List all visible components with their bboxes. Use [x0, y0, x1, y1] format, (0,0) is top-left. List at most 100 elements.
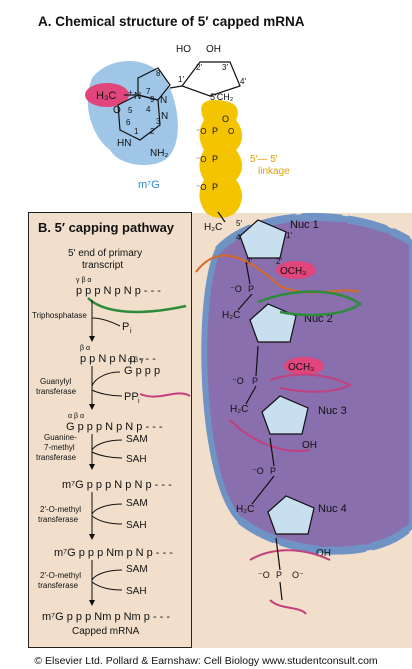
nuc4-oh: OH	[316, 548, 331, 559]
sah-1: SAH	[126, 454, 147, 465]
arrow-2-out-branch	[91, 389, 123, 397]
enzyme-guanylyl: Guanylyl	[40, 377, 71, 386]
arrow-1-head	[89, 336, 95, 342]
product-ppi: PP	[124, 391, 139, 403]
backbone-bond-8	[279, 581, 283, 601]
ribose-ch2: 5′CH₂	[210, 92, 234, 102]
gamma-o-minus: ⁻O	[196, 183, 206, 192]
arrow-3-out	[91, 451, 123, 459]
nuc2-och3: OCH₃	[288, 362, 314, 373]
backbone-bond-7	[275, 537, 281, 571]
green-strand-b	[87, 297, 187, 314]
step3-sequence: m⁷G p p p N p N p - - -	[62, 479, 172, 491]
pink-strand-b	[139, 392, 191, 398]
ribose-oh: OH	[206, 44, 221, 55]
enzyme-transferase-3: transferase	[38, 515, 79, 524]
arrow-1-branch	[91, 317, 121, 327]
arrow-4-out	[91, 515, 123, 525]
num-3: 3	[156, 117, 161, 126]
gamma-phosphate: P	[212, 182, 218, 192]
pink-strand-tail	[269, 599, 307, 615]
num-1: 1	[134, 127, 139, 136]
m7g-label: m⁷G	[138, 179, 160, 191]
step2-sequence: G p p p N p N p - - -	[66, 421, 163, 433]
plus-sign: +	[128, 88, 133, 97]
nuc1-label: Nuc 1	[290, 219, 319, 231]
enzyme-2o-methyl-1: 2′-O-methyl	[40, 505, 81, 514]
ribose-ho: HO	[176, 44, 191, 55]
step1-sequence: p p N p N p - - -	[80, 353, 156, 365]
arrow-4-in	[91, 503, 123, 515]
panel-b-subtitle-2: transcript	[82, 260, 123, 271]
arrow-2-head	[89, 404, 95, 410]
nuc3-oh: OH	[302, 440, 317, 451]
sam-1: SAM	[126, 434, 148, 445]
num-9: 9	[150, 95, 155, 104]
num-7: 7	[146, 87, 151, 96]
p3-phosphate: P	[270, 466, 276, 476]
carbonyl-o: O	[113, 105, 121, 116]
bridge-o-1: O	[222, 114, 229, 124]
sam-2: SAM	[126, 498, 148, 509]
enzyme-transferase-2: transferase	[36, 453, 77, 462]
nuc4-ring	[267, 495, 315, 535]
ribose-c4: 4′	[240, 77, 246, 86]
enzyme-2o-methyl-2: 2′-O-methyl	[40, 571, 81, 580]
n3-atom: N	[161, 111, 168, 122]
arrow-4-head	[89, 534, 95, 540]
nuc4-label: Nuc 4	[318, 503, 347, 515]
sah-3: SAH	[126, 586, 147, 597]
capping-pathway-panel	[28, 212, 192, 648]
p2-o-minus: ⁻O	[232, 376, 244, 386]
enzyme-7-methyl: 7-methyl	[44, 443, 75, 452]
pink-strand-3	[269, 373, 353, 393]
ribose-c2: 2′	[196, 63, 202, 72]
membrane-bottom	[237, 516, 412, 555]
p3-o-minus: ⁻O	[252, 466, 264, 476]
step4-sequence: m⁷G p p p Nm p N p - - -	[54, 547, 173, 559]
nuc3-label: Nuc 3	[318, 405, 347, 417]
nuc1-prime-1: 1′	[286, 231, 292, 240]
num-5: 5	[128, 106, 133, 115]
enzyme-transferase-4: transferase	[38, 581, 79, 590]
p4-o-minus: ⁻O	[258, 570, 270, 580]
greek-3: α β α	[68, 413, 84, 420]
methyl-highlight	[85, 83, 129, 107]
nuc2-h2c: H₂C	[222, 310, 240, 321]
num-6: 6	[126, 118, 131, 127]
reagent-gppp: G p p p	[124, 365, 160, 377]
step5-sequence: m⁷G p p p Nm p Nm p - - -	[42, 611, 170, 623]
product-pi: P	[122, 321, 129, 333]
n9-atom: N	[160, 95, 167, 106]
linkage-label-line-2: linkage	[258, 166, 290, 177]
panel-b-title: B. 5′ capping pathway	[38, 220, 175, 235]
guanine-pyrimidine-ring	[117, 94, 161, 141]
backbone-bond-0	[217, 211, 226, 223]
backbone-bond-4	[245, 385, 257, 405]
p4-phosphate: P	[276, 570, 282, 580]
orange-strand-1	[195, 254, 361, 294]
arrow-3-in	[91, 439, 123, 451]
copyright-footer: © Elsevier Ltd. Pollard & Earnshaw: Cell…	[34, 655, 378, 667]
nuc1-prime-4: 4′	[236, 233, 242, 242]
ribose-c3: 3′	[222, 63, 228, 72]
final-capped-mrna: Capped mRNA	[72, 626, 140, 637]
nuc2-methyl-highlight	[284, 357, 324, 375]
greek-top: γ β α	[76, 277, 91, 284]
product-pi-sub: i	[130, 328, 132, 335]
alpha-o-minus: ⁻O	[196, 127, 206, 136]
backbone-bond-1	[245, 261, 251, 285]
nuc1-prime-5: 5′	[236, 219, 242, 228]
arrow-5-in	[91, 569, 123, 581]
triphosphate-linkage	[199, 100, 242, 218]
membrane-top	[215, 212, 411, 253]
p1-phosphate: P	[248, 284, 254, 294]
pink-strand-4	[229, 419, 311, 452]
sam-3: SAM	[126, 564, 148, 575]
product-ppi-sub: i	[138, 398, 140, 405]
nuc1-och3: OCH₃	[280, 266, 306, 277]
pink-strand-5	[249, 549, 331, 561]
enzyme-transferase-1: transferase	[36, 387, 77, 396]
backbone-bond-3	[255, 345, 259, 377]
green-strand-2	[257, 290, 363, 317]
